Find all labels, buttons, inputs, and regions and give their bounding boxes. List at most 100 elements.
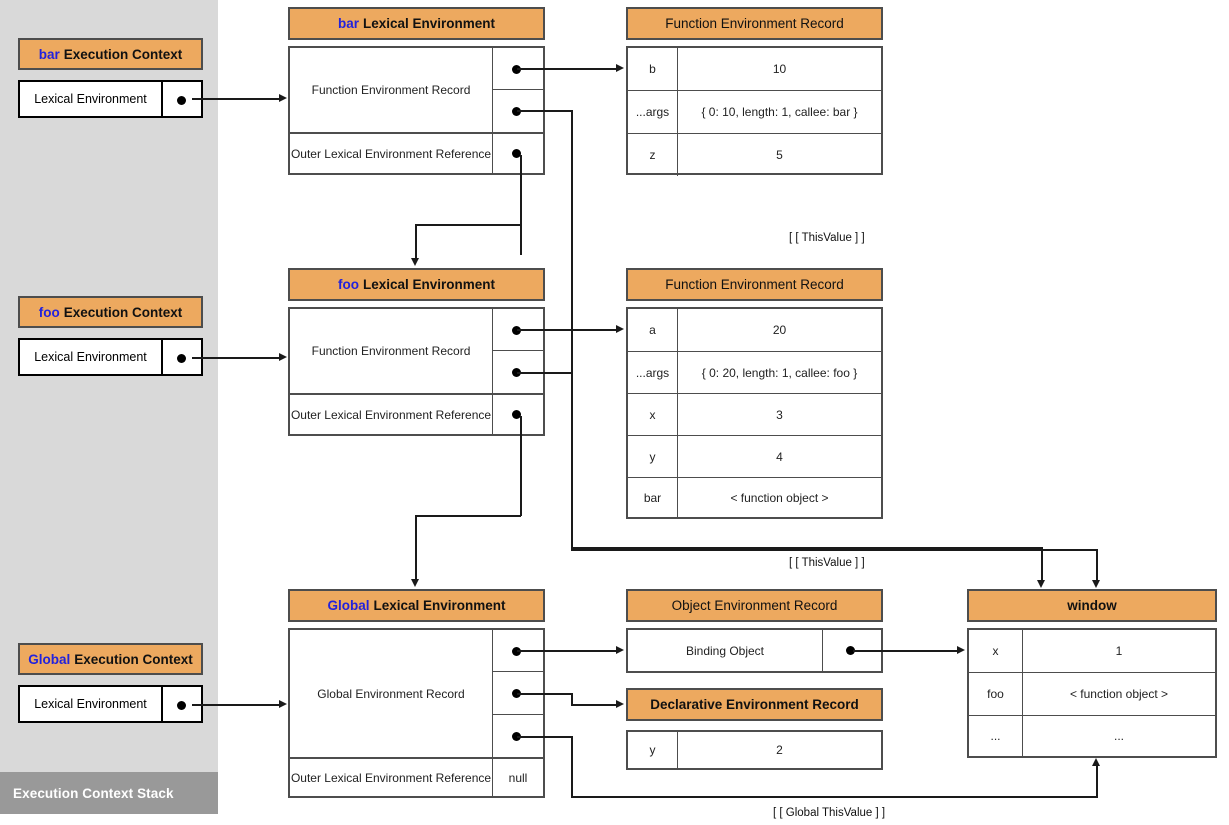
global-lexical-environment-header: Global Lexical Environment: [288, 589, 545, 622]
global-env-record-label: Global Environment Record: [290, 630, 493, 757]
bar-le-keyword: bar: [337, 16, 359, 31]
connector-foo-thisvalue-h1: [517, 372, 573, 374]
bar-fer-row-0-key: b: [628, 48, 678, 90]
connector-foo-thisvalue-v2: [1041, 547, 1043, 582]
bar-fer-pointer-2: [493, 90, 543, 132]
foo-lexical-environment-pointer: [163, 340, 201, 374]
bar-lexical-environment-table: Function Environment Record Outer Lexica…: [288, 46, 545, 175]
bar-lexical-environment-header: bar Lexical Environment: [288, 7, 545, 40]
bar-fer-pointer-1: [493, 48, 543, 91]
foo-execution-context-header: foo Execution Context: [18, 296, 203, 328]
connector-global-declenv-h1: [517, 693, 573, 695]
foo-outer-ref-pointer: [493, 395, 543, 434]
arrow-foo-fer-ptr: [616, 325, 624, 333]
bar-fer-label: Function Environment Record: [290, 48, 493, 132]
bar-function-environment-record-table: b 10 ...args { 0: 10, length: 1, callee:…: [626, 46, 883, 176]
window-row-2-value: ...: [1113, 729, 1124, 743]
global-le-keyword: Global: [327, 598, 370, 613]
arrow-bar-thisvalue: [1092, 580, 1100, 588]
arrow-binding-object-to-window: [957, 646, 965, 654]
foo-keyword: foo: [38, 304, 60, 320]
connector-foo-ec-to-le: [192, 357, 280, 359]
window-row-2-key: ...: [969, 716, 1023, 756]
foo-fer-row-4-value: < function object >: [730, 490, 829, 505]
bar-fer-row-1-key: ...args: [628, 91, 678, 133]
global-lexical-environment-label: Lexical Environment: [20, 687, 163, 721]
declarative-env-title: Declarative Environment Record: [650, 697, 859, 712]
connector-bar-fer-ptr: [517, 68, 617, 70]
bar-execution-context-title: Execution Context: [63, 46, 183, 62]
connector-foo-thisvalue-h2: [571, 547, 1043, 549]
global-keyword: Global: [28, 651, 71, 667]
arrow-foo-ec-to-le: [279, 353, 287, 361]
foo-fer-pointer-2: [493, 351, 543, 393]
window-object-header: window: [967, 589, 1217, 622]
arrow-global-objenv: [616, 646, 624, 654]
declarative-environment-record-header: Declarative Environment Record: [626, 688, 883, 721]
foo-fer-pointer-1: [493, 309, 543, 352]
foo-fer-row-1-key: ...args: [628, 352, 678, 393]
foo-le-title: Lexical Environment: [362, 277, 496, 292]
foo-fer-row-0-value: 20: [772, 323, 787, 337]
foo-lexical-environment-label: Lexical Environment: [20, 340, 163, 374]
global-lexical-environment-pointer: [163, 687, 201, 721]
window-object-table: x 1 foo < function object > ... ...: [967, 628, 1217, 758]
window-title: window: [1067, 598, 1117, 613]
table-row: bar < function object >: [628, 478, 881, 517]
bar-outer-ref-label: Outer Lexical Environment Reference: [290, 134, 493, 173]
global-lexical-environment-field[interactable]: Lexical Environment: [18, 685, 203, 723]
foo-lexical-environment-field[interactable]: Lexical Environment: [18, 338, 203, 376]
window-row-0-key: x: [969, 630, 1023, 672]
foo-fer-row-1-value: { 0: 20, length: 1, callee: foo }: [701, 365, 858, 380]
bar-lexical-environment-label: Lexical Environment: [20, 82, 163, 116]
table-row: x 3: [628, 394, 881, 436]
connector-foo-thisvalue-v1: [571, 372, 573, 548]
global-env-pointer-3: [493, 715, 543, 757]
arrow-global-thisvalue: [1092, 758, 1100, 766]
arrow-bar-fer-ptr: [616, 64, 624, 72]
connector-global-thisvalue-v2: [1096, 766, 1098, 797]
bar-fer-title: Function Environment Record: [665, 16, 844, 31]
global-thisvalue-label: [ [ Global ThisValue ] ]: [773, 807, 886, 819]
foo-function-environment-record-table: a 20 ...args { 0: 20, length: 1, callee:…: [626, 307, 883, 519]
arrow-bar-ec-to-le: [279, 94, 287, 102]
foo-fer-row-4-key: bar: [628, 478, 678, 517]
connector-bar-outer-v2: [415, 224, 417, 260]
table-row: y 2: [628, 732, 881, 768]
table-row: z 5: [628, 134, 881, 176]
declarative-row-0-value: 2: [776, 743, 783, 757]
arrow-foo-outer: [411, 579, 419, 587]
bar-fer-row-0-value: 10: [772, 62, 787, 76]
object-env-title: Object Environment Record: [671, 598, 838, 613]
table-row: a 20: [628, 309, 881, 352]
window-row-1-key: foo: [969, 673, 1023, 715]
bar-keyword: bar: [38, 46, 60, 62]
global-execution-context-title: Execution Context: [74, 651, 193, 667]
bar-fer-row-2-value: 5: [776, 148, 783, 162]
arrow-foo-thisvalue: [1037, 580, 1045, 588]
table-row: x 1: [969, 630, 1215, 673]
global-outer-ref-value: null: [508, 770, 528, 785]
bar-fer-row-2-key: z: [628, 134, 678, 176]
global-lexical-environment-table: Global Environment Record Outer Lexical …: [288, 628, 545, 798]
connector-bar-outer-v1: [520, 155, 522, 255]
execution-context-stack-label: Execution Context Stack: [13, 785, 174, 801]
global-outer-ref-label: Outer Lexical Environment Reference: [290, 759, 493, 796]
global-env-pointer-2: [493, 672, 543, 715]
connector-foo-outer-v2: [415, 515, 417, 581]
binding-object-pointer: [823, 630, 881, 671]
foo-fer-label: Function Environment Record: [290, 309, 493, 393]
connector-bar-ec-to-le: [192, 98, 280, 100]
window-row-0-value: 1: [1115, 644, 1123, 658]
bar-lexical-environment-field[interactable]: Lexical Environment: [18, 80, 203, 118]
binding-object-label: Binding Object: [628, 630, 823, 671]
connector-global-objenv: [517, 650, 617, 652]
execution-context-stack-footer: Execution Context Stack: [0, 772, 218, 814]
bar-function-environment-record-header: Function Environment Record: [626, 7, 883, 40]
connector-bar-thisvalue-v2: [1096, 549, 1098, 582]
connector-global-thisvalue-h2: [571, 796, 1098, 798]
window-row-1-value: < function object >: [1069, 687, 1169, 701]
table-row: y 4: [628, 436, 881, 478]
table-row: ...args { 0: 20, length: 1, callee: foo …: [628, 352, 881, 394]
